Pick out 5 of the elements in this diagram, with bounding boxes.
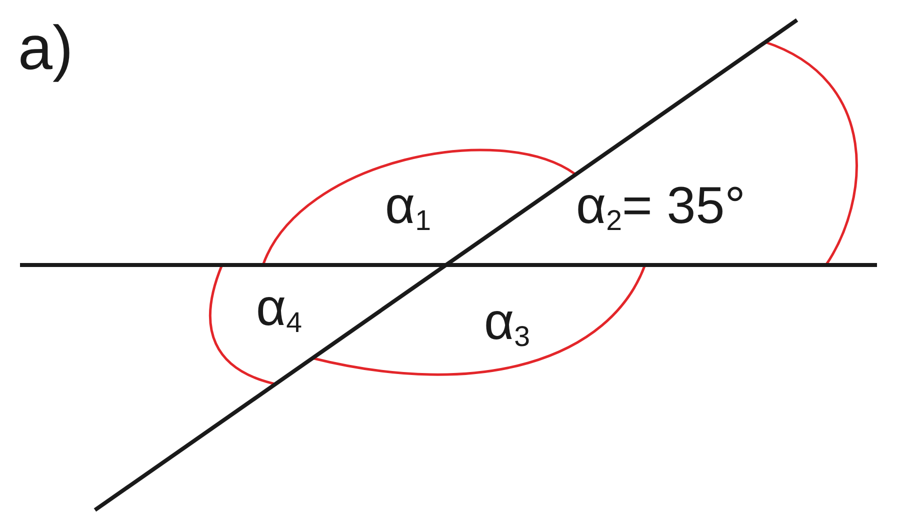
- angle-label: α$_{1}$: [385, 180, 431, 236]
- panel-letter: a): [18, 18, 74, 80]
- angle-label: α$_{2}$= 35°: [576, 180, 746, 236]
- angle-label: α$_{3}$: [484, 296, 530, 352]
- angle-label: α$_{4}$: [256, 282, 302, 338]
